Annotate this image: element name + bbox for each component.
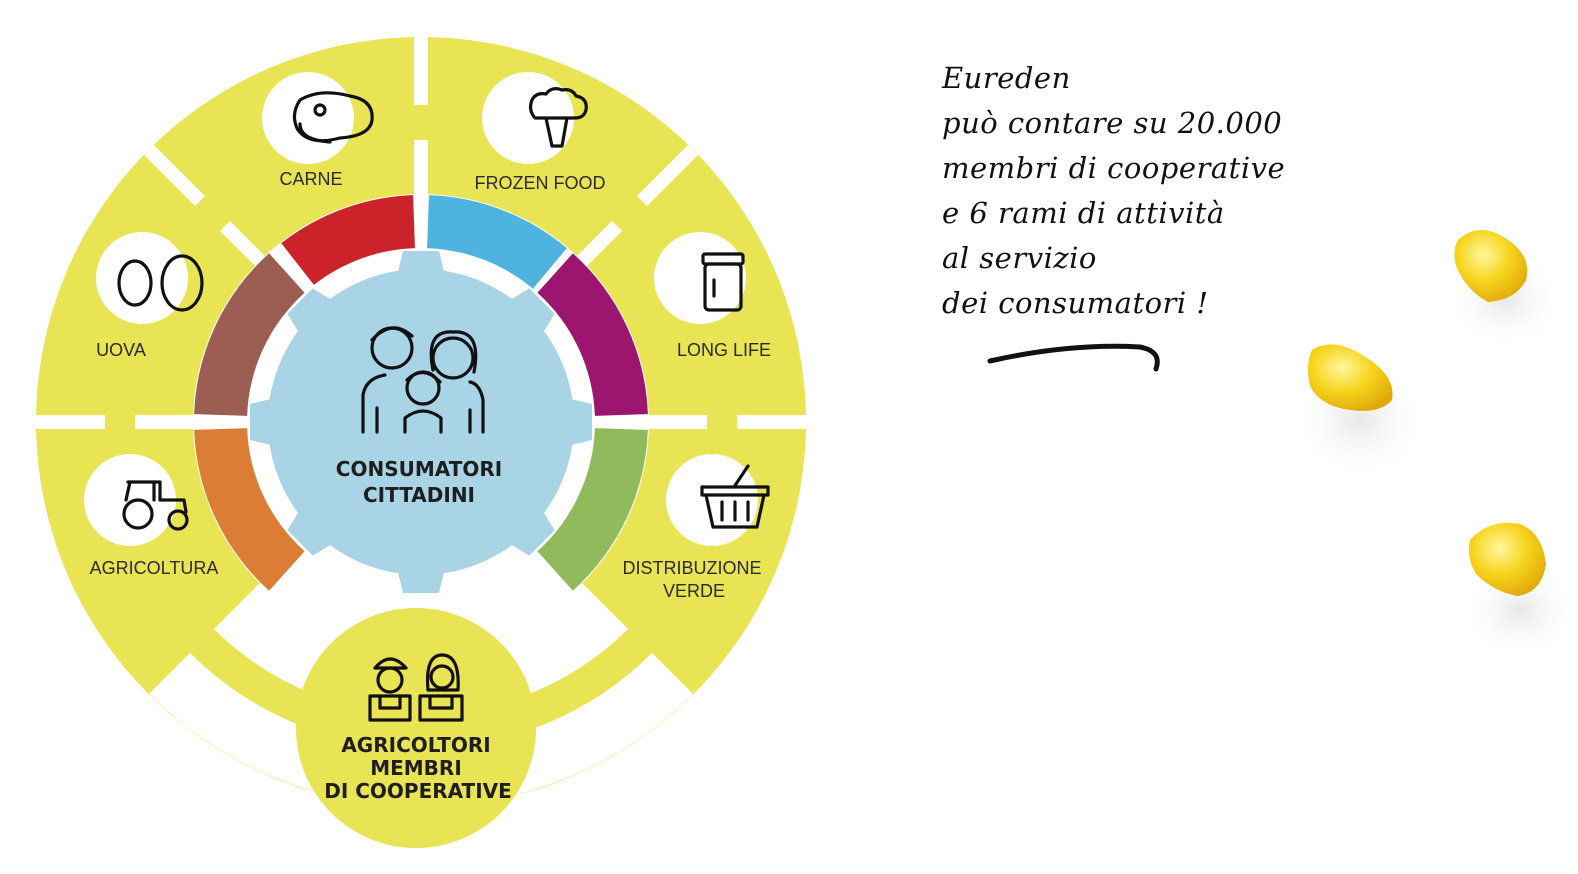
sector-label-long-life: LONG LIFE — [677, 340, 771, 360]
tagline-line: dei consumatori ! — [942, 286, 1209, 320]
eureden-diagram: CONSUMATORI CITTADINI AGRICOLTORI MEMBRI… — [30, 30, 812, 848]
colored-arcs — [194, 195, 648, 591]
corn-kernels — [1290, 230, 1578, 660]
underline-swash — [987, 343, 1160, 372]
steak-icon — [292, 91, 374, 144]
tagline-line: può contare su 20.000 — [942, 106, 1283, 140]
gear-tooth — [287, 510, 333, 556]
gear-tooth — [397, 250, 445, 274]
arc-steak — [281, 195, 415, 285]
family-icon — [361, 326, 485, 434]
broccoli-icon — [528, 87, 588, 148]
farmers-circle — [296, 608, 536, 848]
eggs-icon — [117, 254, 204, 312]
tagline-line: e 6 rami di attività — [942, 196, 1225, 230]
sector-separators — [30, 30, 812, 429]
center-label-line2: CITTADINI — [363, 483, 475, 507]
arc-jar — [537, 253, 648, 416]
arc-eggs — [194, 253, 305, 416]
tagline-line: al servizio — [942, 241, 1097, 275]
farmers-label-line3: DI COOPERATIVE — [324, 779, 512, 803]
arc-basket — [537, 428, 648, 591]
sector-label-distribuzione: DISTRIBUZIONE — [622, 558, 761, 578]
tagline-line: membri di cooperative — [942, 151, 1286, 185]
arc-broccoli — [427, 195, 567, 289]
gear-tooth — [287, 288, 333, 334]
gear-tooth — [249, 398, 273, 446]
gear-tooth — [397, 570, 445, 594]
sector-label-uova: UOVA — [96, 340, 146, 360]
tractor-icon — [122, 480, 189, 531]
center-gear-teeth — [249, 250, 593, 594]
sector-label-agricoltura: AGRICOLTURA — [90, 558, 219, 578]
farmers-icon — [368, 653, 464, 722]
gear-tooth — [509, 510, 555, 556]
tagline: Eureden può contare su 20.000 membri di … — [942, 56, 1285, 326]
basket-icon — [700, 464, 770, 529]
farmers-label-line2: MEMBRI — [370, 756, 462, 780]
jar-icon — [701, 252, 745, 312]
corn-kernel — [1468, 522, 1546, 596]
tagline-line: Eureden — [942, 61, 1071, 95]
arc-tractor — [194, 428, 305, 591]
center-label-line1: CONSUMATORI — [336, 457, 502, 481]
corn-kernel — [1307, 344, 1393, 411]
sector-label-frozen-food: FROZEN FOOD — [475, 173, 606, 193]
corn-kernel — [1454, 230, 1528, 302]
gear-tooth — [509, 288, 555, 334]
farmers-label-line1: AGRICOLTORI — [341, 733, 490, 757]
center-circle — [268, 269, 574, 575]
gear-tooth — [569, 398, 593, 446]
sector-label-carne: CARNE — [279, 169, 342, 189]
sector-label-verde: VERDE — [663, 581, 725, 601]
